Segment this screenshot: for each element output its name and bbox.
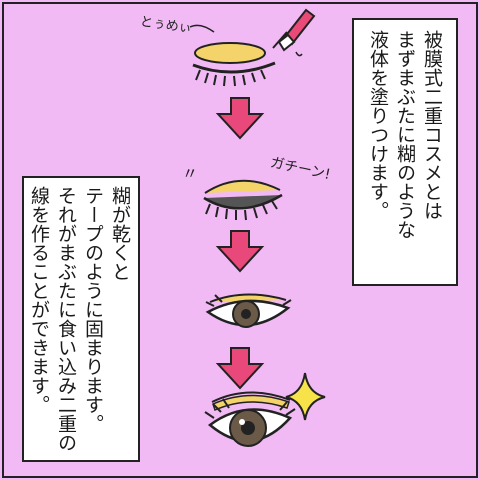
arrow-down-icon <box>215 230 265 273</box>
eye-closed-glue-applied <box>192 42 276 87</box>
closed-lid-fold <box>203 193 283 210</box>
arrow-down-icon <box>215 97 265 140</box>
caption-line: 糊が乾くと <box>109 186 131 281</box>
pupil <box>241 421 255 435</box>
caption-line: それがまぶたに食い込み二重の <box>55 186 77 452</box>
lashes <box>204 398 296 419</box>
double-eyelid-crease <box>211 391 291 403</box>
lower-lashes <box>205 200 278 221</box>
caption-line: テープのように固まります。 <box>82 186 104 433</box>
glue-patch <box>194 42 266 64</box>
caption-line: 線を作ることができます。 <box>28 186 50 414</box>
closed-lid-line <box>192 61 276 74</box>
pupil <box>241 309 251 319</box>
eye-highlight <box>239 419 245 425</box>
sfx-tail <box>189 24 215 33</box>
glue-band <box>212 394 290 412</box>
eye-closed-glue-dried <box>203 179 283 221</box>
sparkle-icon <box>285 372 326 421</box>
lashes <box>205 294 292 307</box>
caption-line: 被膜式二重コスメとは <box>421 30 443 220</box>
eye-half-open <box>205 293 292 328</box>
caption-line: 液体を塗りつけます。 <box>367 30 389 220</box>
glue-line <box>209 293 287 303</box>
dried-glue <box>204 179 281 194</box>
lower-lashes <box>195 69 266 87</box>
caption-box-left: 糊が乾くと テープのように固まります。 それがまぶたに食い込み二重の 線を作るこ… <box>22 176 140 462</box>
caption-line: まずまぶたに糊のような <box>394 30 416 239</box>
eye-open-double-eyelid <box>204 391 296 447</box>
arrow-down-icon <box>215 347 265 390</box>
caption-box-right: 被膜式二重コスメとは まずまぶたに糊のような 液体を塗りつけます。 <box>352 18 458 286</box>
sfx-quiver: 〃 <box>182 164 199 183</box>
glue-brush-icon <box>272 8 316 57</box>
